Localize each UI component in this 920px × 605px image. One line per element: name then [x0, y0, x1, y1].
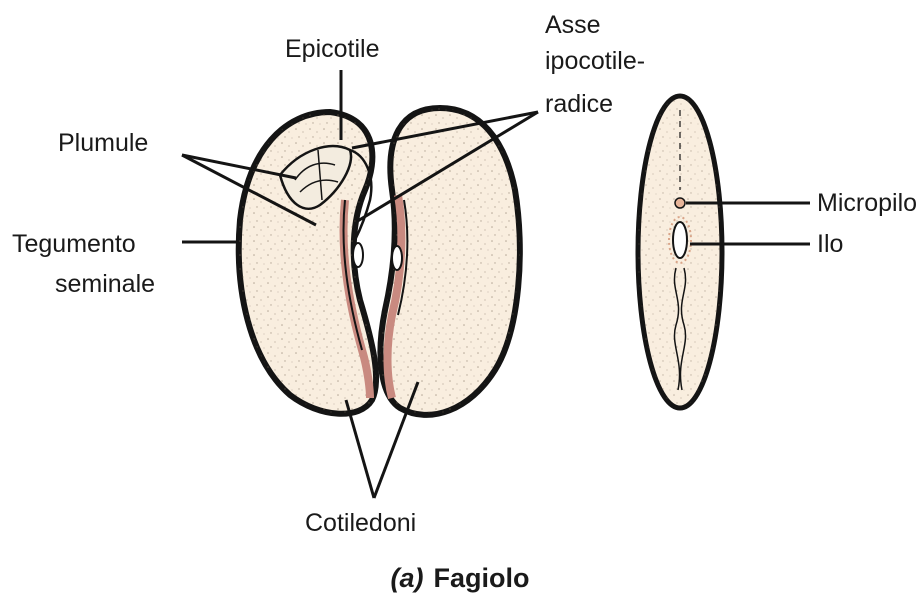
hilum-mark	[673, 222, 687, 258]
label-epicotile: Epicotile	[285, 34, 380, 64]
label-plumule: Plumule	[58, 128, 148, 158]
label-asse-line3: radice	[545, 89, 613, 119]
label-ilo: Ilo	[817, 229, 843, 259]
label-asse-line1: Asse	[545, 10, 601, 40]
caption-title: Fagiolo	[434, 563, 530, 593]
label-tegumento-line2: seminale	[55, 269, 155, 299]
label-tegumento-line1: Tegumento	[12, 229, 136, 259]
label-cotiledoni: Cotiledoni	[305, 508, 416, 538]
micropyle-mark	[675, 198, 685, 208]
figure-caption: (a) Fagiolo	[0, 562, 920, 594]
radicle-tip-left	[353, 243, 363, 267]
label-micropilo: Micropilo	[817, 188, 917, 218]
radicle-tip-right	[392, 246, 402, 270]
caption-tag: (a)	[391, 563, 424, 593]
label-asse-line2: ipocotile-	[545, 46, 645, 76]
